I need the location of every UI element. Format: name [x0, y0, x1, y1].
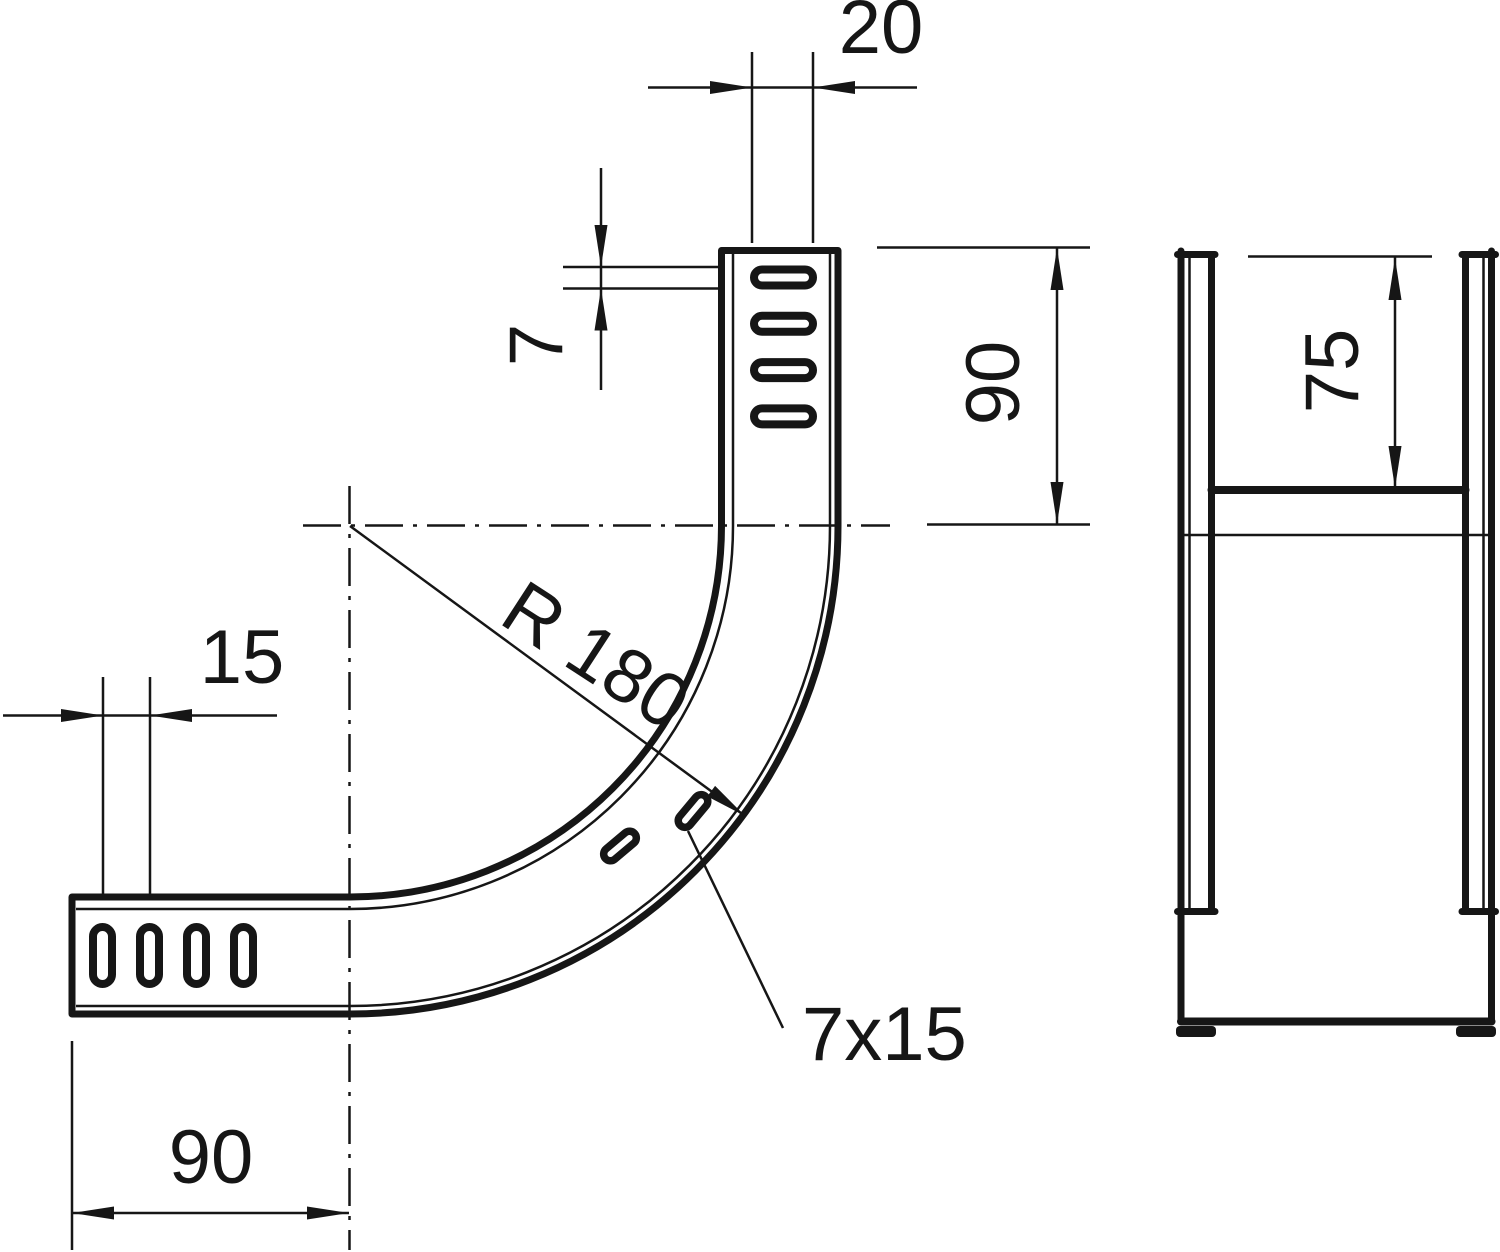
- front-view: [68, 247, 842, 1018]
- upper-leg-slot: [750, 404, 817, 429]
- dimension-upper-leg: 90: [877, 246, 1090, 526]
- dim-label-depth: 75: [1290, 329, 1375, 414]
- bottom-foot-right: [1456, 1026, 1496, 1037]
- upper-leg-slot: [750, 311, 817, 336]
- dim-label-hole-pitch: 15: [200, 615, 285, 700]
- thickness-line-outer: [76, 252, 832, 1008]
- arc-slot: [674, 790, 712, 832]
- bottom-foot-left: [1176, 1026, 1216, 1037]
- lower-leg-slot: [230, 923, 257, 988]
- dimension-lower-leg: 90: [70, 1041, 349, 1250]
- dim-label-slot-length: 20: [839, 0, 924, 70]
- arc-slot-callout: 7x15: [686, 830, 967, 1077]
- radius-arrowhead: [707, 785, 745, 816]
- arrowhead-left: [813, 81, 855, 94]
- arrowhead-down: [1050, 482, 1064, 524]
- arrowhead-right: [61, 709, 103, 722]
- dimension-slot-width: 7: [494, 168, 720, 390]
- arrowhead-left: [150, 709, 192, 722]
- arrowhead-up: [1050, 248, 1064, 290]
- upper-leg-slot: [750, 265, 817, 290]
- arrowhead-down: [1388, 446, 1402, 488]
- arc-slot: [599, 827, 641, 865]
- lower-leg-slot: [136, 923, 163, 988]
- arrowhead-up: [594, 288, 608, 331]
- dimension-slot-length: 20: [648, 0, 923, 243]
- arrowhead-up: [1388, 258, 1402, 300]
- center-lines: [303, 486, 890, 1250]
- arc-slot-label: 7x15: [802, 992, 967, 1077]
- lower-leg-slot: [89, 923, 116, 988]
- arc-slot-leader-line: [686, 830, 785, 1029]
- radius-leader-line: [349, 524, 746, 818]
- arrowhead-right: [307, 1206, 349, 1220]
- upper-leg-slot: [750, 358, 817, 383]
- radius-callout: R 180: [349, 524, 746, 818]
- lower-leg-slot: [183, 923, 210, 988]
- arrowhead-left: [72, 1206, 114, 1220]
- radius-label: R 180: [488, 565, 704, 747]
- arrowhead-down: [594, 225, 608, 267]
- arrowhead-right: [710, 81, 752, 94]
- bend-outline: [68, 247, 842, 1018]
- side-view: 75: [1174, 247, 1499, 1037]
- dimension-depth: 75: [1248, 255, 1432, 488]
- dim-label-upper-leg: 90: [951, 341, 1036, 426]
- dim-label-slot-width: 7: [494, 324, 579, 366]
- dim-label-lower-leg: 90: [169, 1115, 254, 1200]
- thickness-line-inner: [76, 252, 735, 911]
- dimension-hole-pitch: 15: [3, 615, 284, 897]
